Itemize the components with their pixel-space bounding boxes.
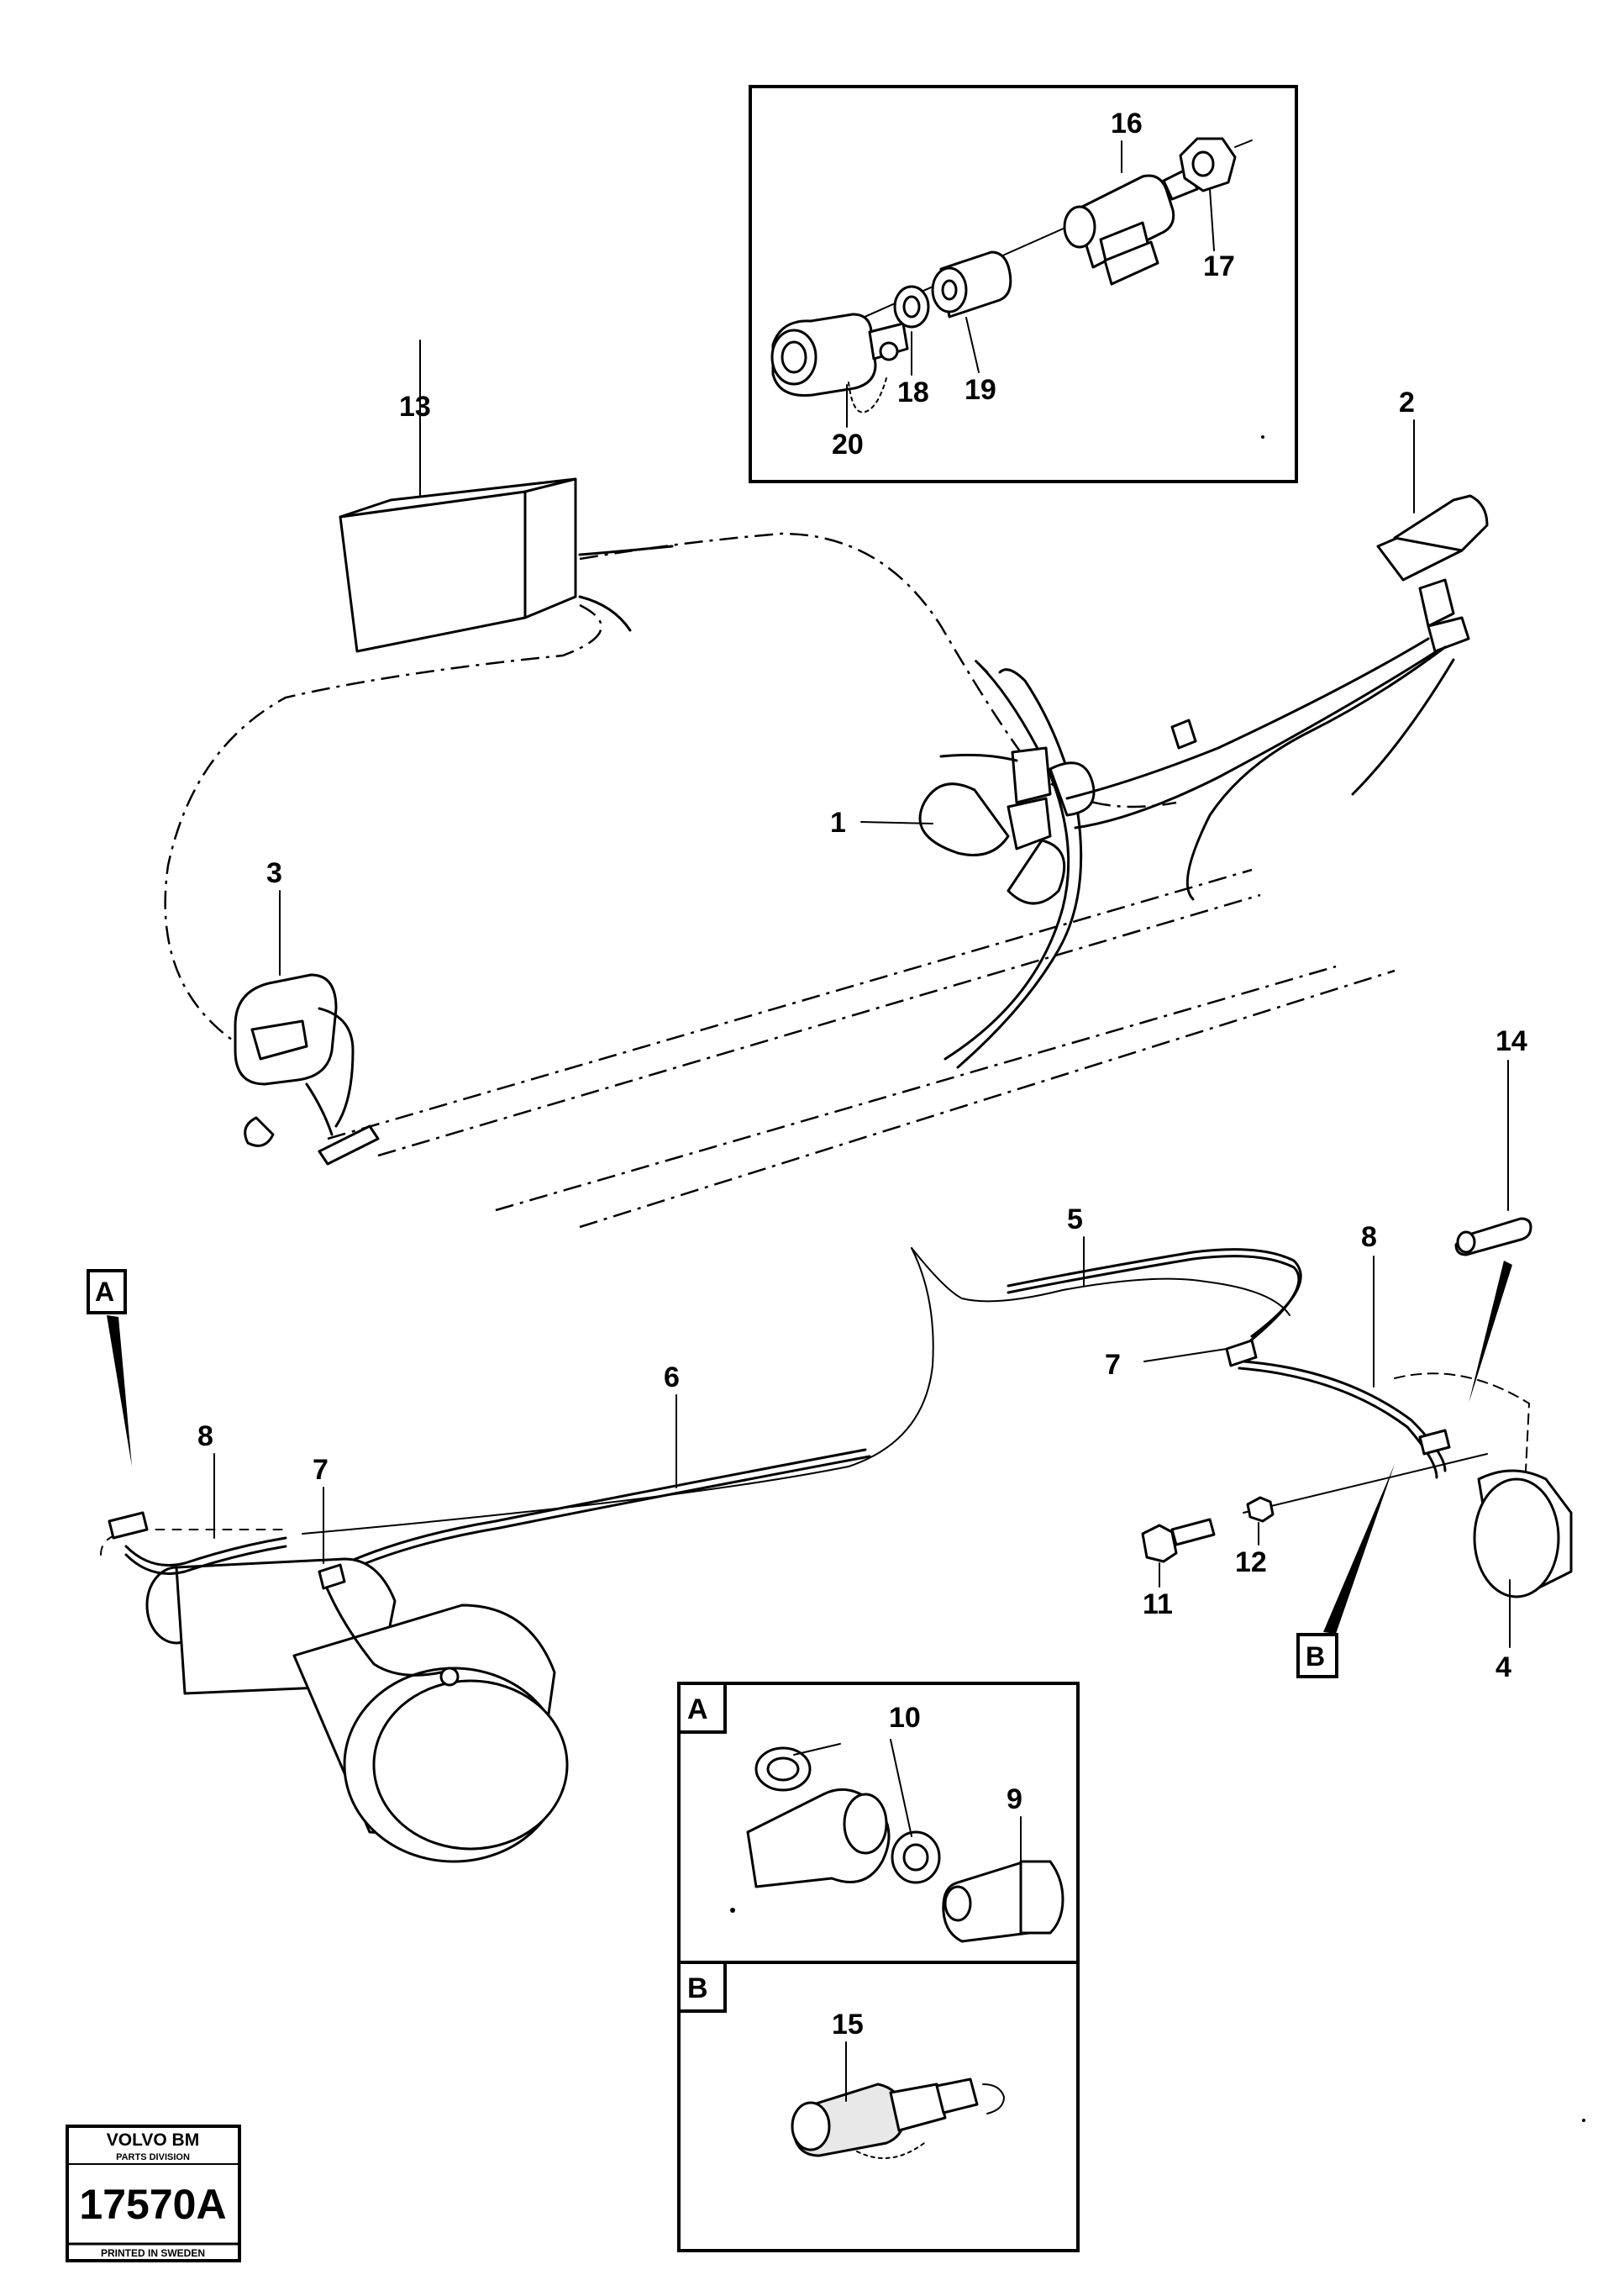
callout-5: 5 [1067,1203,1083,1235]
callout-18: 18 [897,377,929,408]
frame-line-3 [495,965,1337,1212]
marker-a-box [87,1269,127,1314]
washer-part-18 [893,285,930,329]
callout-14: 14 [1495,1025,1527,1057]
marker-a-label: A [95,1277,114,1307]
frame-outline-lower [911,1247,1290,1316]
lower-assembly: 5 6 8 7 A [87,1025,1573,1863]
callout-1: 1 [830,807,846,839]
callout-19: 19 [965,374,996,406]
pin-pointer [1469,1261,1512,1403]
bolt-part-11 [1141,1518,1216,1563]
callout-16: 16 [1111,108,1143,140]
marker-b-pointer [1323,1464,1395,1634]
title-printed: PRINTED IN SWEDEN [101,2247,205,2259]
callout-7-left: 7 [313,1454,329,1486]
frame-outline-left [164,603,602,1044]
title-block: VOLVO BM PARTS DIVISION 17570A PRINTED I… [66,2125,241,2262]
title-brand: VOLVO BM [107,2130,199,2150]
frame-outline-upper [579,532,1177,808]
test-coupling-detail [791,2077,1006,2159]
nut-part-12 [1246,1496,1275,1523]
banjo-detail [746,1746,1064,1943]
callout-8-right: 8 [1361,1221,1377,1253]
title-division: PARTS DIVISION [116,2152,190,2162]
inset-bottom-details: A 10 9 B 15 [677,1682,1080,2252]
callout-8-left: 8 [197,1420,213,1452]
tank-part-13 [339,340,577,653]
inset-b-label: B [687,1972,708,2004]
distributor-part-1 [918,660,1096,1069]
callout-11: 11 [1143,1588,1173,1620]
callout-4: 4 [1495,1651,1511,1683]
inset-top-fittings: 16 17 18 19 20 [749,85,1298,483]
coupling-part-20 [770,313,909,413]
pipe-part-6 [326,1448,867,1573]
inset-b-tab [677,1961,727,2013]
callout-10: 10 [889,1702,921,1734]
callout-6: 6 [664,1361,680,1393]
inset-a-tab [677,1682,727,1734]
callout-17: 17 [1203,250,1235,282]
frame-line-2 [377,893,1261,1157]
callout-15: 15 [832,2009,864,2041]
callout-9: 9 [1007,1783,1022,1815]
callout-3: 3 [266,857,282,889]
marker-b-box [1296,1633,1338,1678]
sleeve-part-19 [931,250,1012,319]
pin-part-14 [1454,1217,1532,1256]
callout-7-right: 7 [1105,1349,1121,1381]
marker-a-pointer [107,1315,132,1467]
nut-part-17 [1179,137,1253,192]
frame-line-1 [327,868,1253,1140]
callout-12: 12 [1235,1546,1267,1578]
callout-20: 20 [832,429,864,461]
tee-part-16 [1063,166,1199,286]
valve-part-2 [1065,494,1489,901]
pump-part-3 [234,973,380,1166]
title-number: 17570A [79,2181,226,2228]
callout-13: 13 [399,391,431,423]
inset-bottom-frame [677,1682,1080,2252]
marker-b-label: B [1306,1641,1325,1672]
rear-axle-right [1225,1339,1573,1598]
inset-a-label: A [687,1693,708,1725]
callout-2: 2 [1399,387,1415,419]
front-axle-left [100,1511,569,1863]
frame-line-4 [579,969,1396,1229]
upper-assembly: 13 1 [164,340,1489,1229]
